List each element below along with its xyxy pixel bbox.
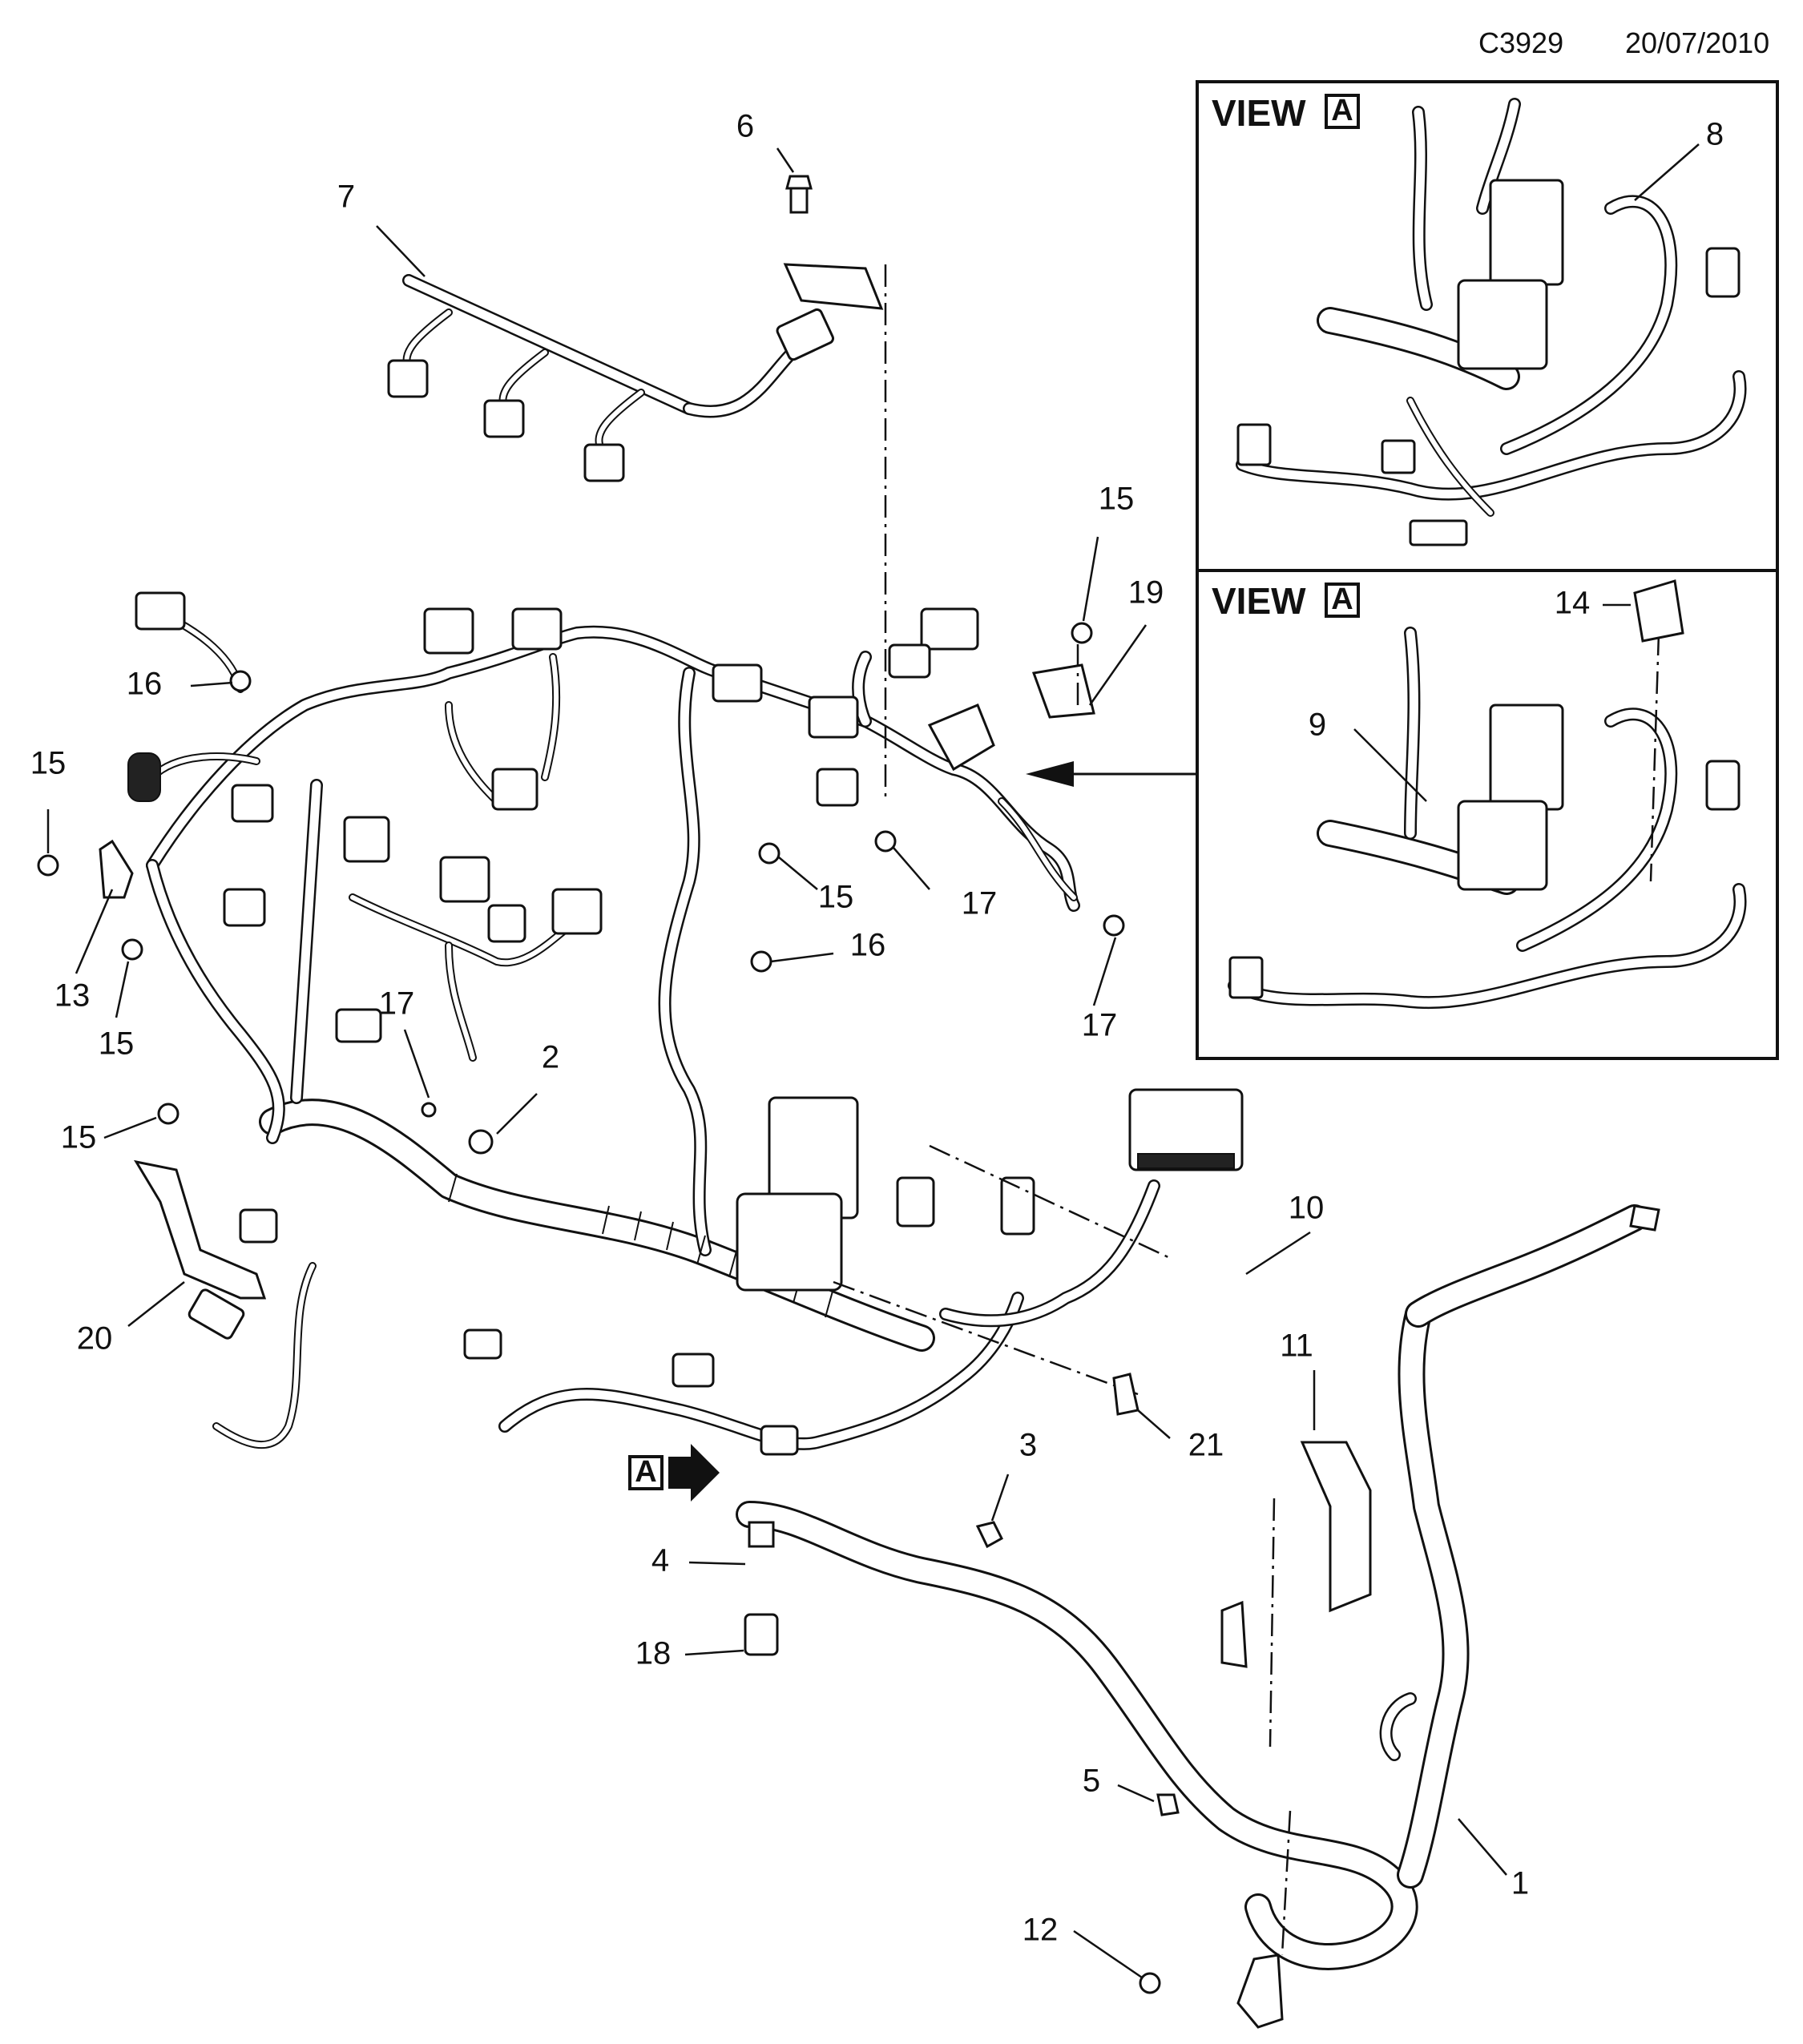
- guide-lines: [833, 264, 1660, 1956]
- view-label-top: VIEW: [1212, 92, 1306, 134]
- callout-1: 1: [1511, 1866, 1529, 1901]
- callout-5: 5: [1083, 1764, 1100, 1799]
- callout-15: 15: [61, 1120, 97, 1155]
- callout-16: 16: [127, 667, 163, 702]
- diagram-code: C3929: [1478, 26, 1563, 59]
- callout-12: 12: [1023, 1913, 1059, 1948]
- callout-7: 7: [337, 179, 355, 215]
- callout-6: 6: [736, 109, 754, 144]
- view-letter-top: A: [1331, 94, 1353, 127]
- view-label-bottom: VIEW: [1212, 580, 1306, 622]
- callout-numbers: 6 7 15 19 16 15 13 15 17 15 17 16 17 2 1…: [30, 109, 1724, 1948]
- callout-2: 2: [542, 1040, 559, 1075]
- callout-11: 11: [1280, 1328, 1313, 1364]
- inset-harness-top: [1236, 98, 1747, 546]
- view-a-marker: A: [628, 1444, 720, 1502]
- callout-17: 17: [379, 986, 415, 1022]
- callout-15: 15: [99, 1026, 135, 1062]
- callout-21: 21: [1188, 1428, 1224, 1463]
- diagram-date: 20/07/2010: [1625, 26, 1769, 59]
- callout-15: 15: [30, 746, 67, 781]
- callout-15: 15: [818, 880, 854, 915]
- callout-13: 13: [54, 978, 91, 1014]
- callout-19: 19: [1128, 575, 1164, 611]
- inset-harness-bottom: [1228, 627, 1747, 1010]
- callout-18: 18: [635, 1636, 672, 1671]
- callout-3: 3: [1019, 1428, 1037, 1463]
- callout-9: 9: [1309, 708, 1326, 743]
- callout-14: 14: [1555, 586, 1591, 621]
- battery-cable: [736, 1204, 1660, 2029]
- part-7-injector-harness: [387, 274, 835, 482]
- callout-17: 17: [962, 886, 998, 921]
- leader-lines: [46, 143, 1700, 1979]
- view-a-marker-letter: A: [635, 1455, 656, 1489]
- view-letter-bottom: A: [1331, 583, 1353, 616]
- main-engine-harness: [99, 591, 1244, 1456]
- small-hardware: [37, 579, 1684, 1994]
- callout-8: 8: [1706, 117, 1724, 152]
- part-6-bolt: [783, 175, 884, 310]
- view-arrow: [1026, 761, 1197, 787]
- callout-15: 15: [1099, 482, 1135, 517]
- view-a-marker-arrow: [668, 1444, 720, 1502]
- callout-17: 17: [1082, 1008, 1118, 1043]
- callout-20: 20: [77, 1321, 113, 1357]
- callout-16: 16: [850, 928, 886, 963]
- callout-10: 10: [1289, 1191, 1325, 1226]
- callout-4: 4: [651, 1543, 669, 1578]
- view-panels: VIEW A VIEW A: [1196, 80, 1779, 1060]
